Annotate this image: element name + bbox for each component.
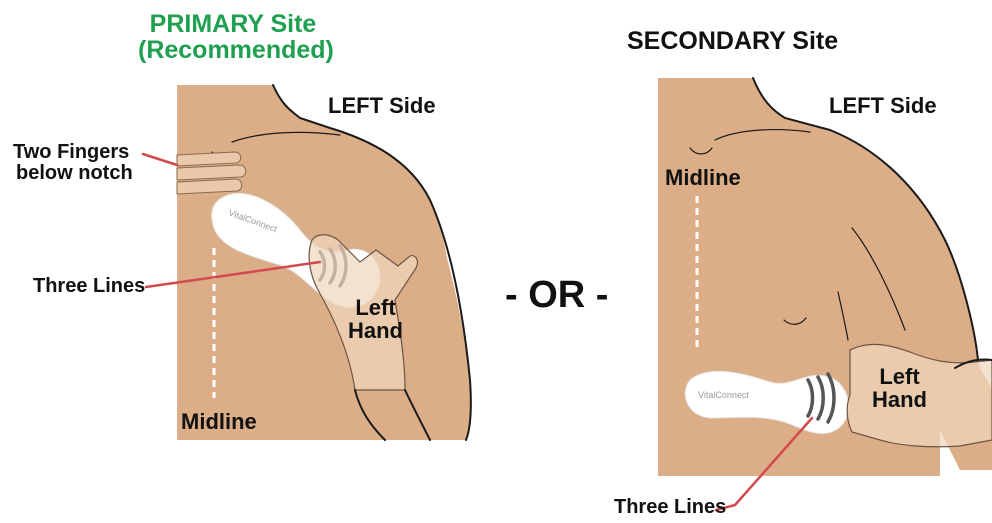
secondary-midline-label: Midline <box>665 166 741 189</box>
primary-fingers-callout <box>143 154 177 165</box>
secondary-title: SECONDARY Site <box>627 28 838 54</box>
primary-lines-label: Three Lines <box>33 276 145 297</box>
primary-fingers-line2: below notch <box>16 163 133 184</box>
secondary-torso-illustration: VitalConnect <box>658 78 992 510</box>
primary-hand-label: Left Hand <box>348 296 403 342</box>
primary-hand-line1: Left <box>348 296 403 319</box>
secondary-hand-label: Left Hand <box>872 365 927 411</box>
or-separator: - OR - <box>505 276 608 316</box>
primary-fingers-label: Two Fingers below notch <box>13 142 133 184</box>
secondary-lines-label: Three Lines <box>614 497 726 518</box>
secondary-patch-brand: VitalConnect <box>698 390 749 400</box>
primary-title-line1: PRIMARY Site <box>138 11 328 37</box>
secondary-side-label: LEFT Side <box>829 94 937 117</box>
primary-fingers <box>177 152 246 194</box>
secondary-hand-line1: Left <box>872 365 927 388</box>
primary-side-label: LEFT Side <box>328 94 436 117</box>
primary-torso-illustration: VitalConnect <box>143 85 471 440</box>
primary-hand-line2: Hand <box>348 319 403 342</box>
primary-title-line2: (Recommended) <box>138 37 328 63</box>
secondary-hand-line2: Hand <box>872 388 927 411</box>
primary-title: PRIMARY Site (Recommended) <box>138 11 328 64</box>
primary-midline-label: Midline <box>181 410 257 433</box>
primary-fingers-line1: Two Fingers <box>13 142 133 163</box>
